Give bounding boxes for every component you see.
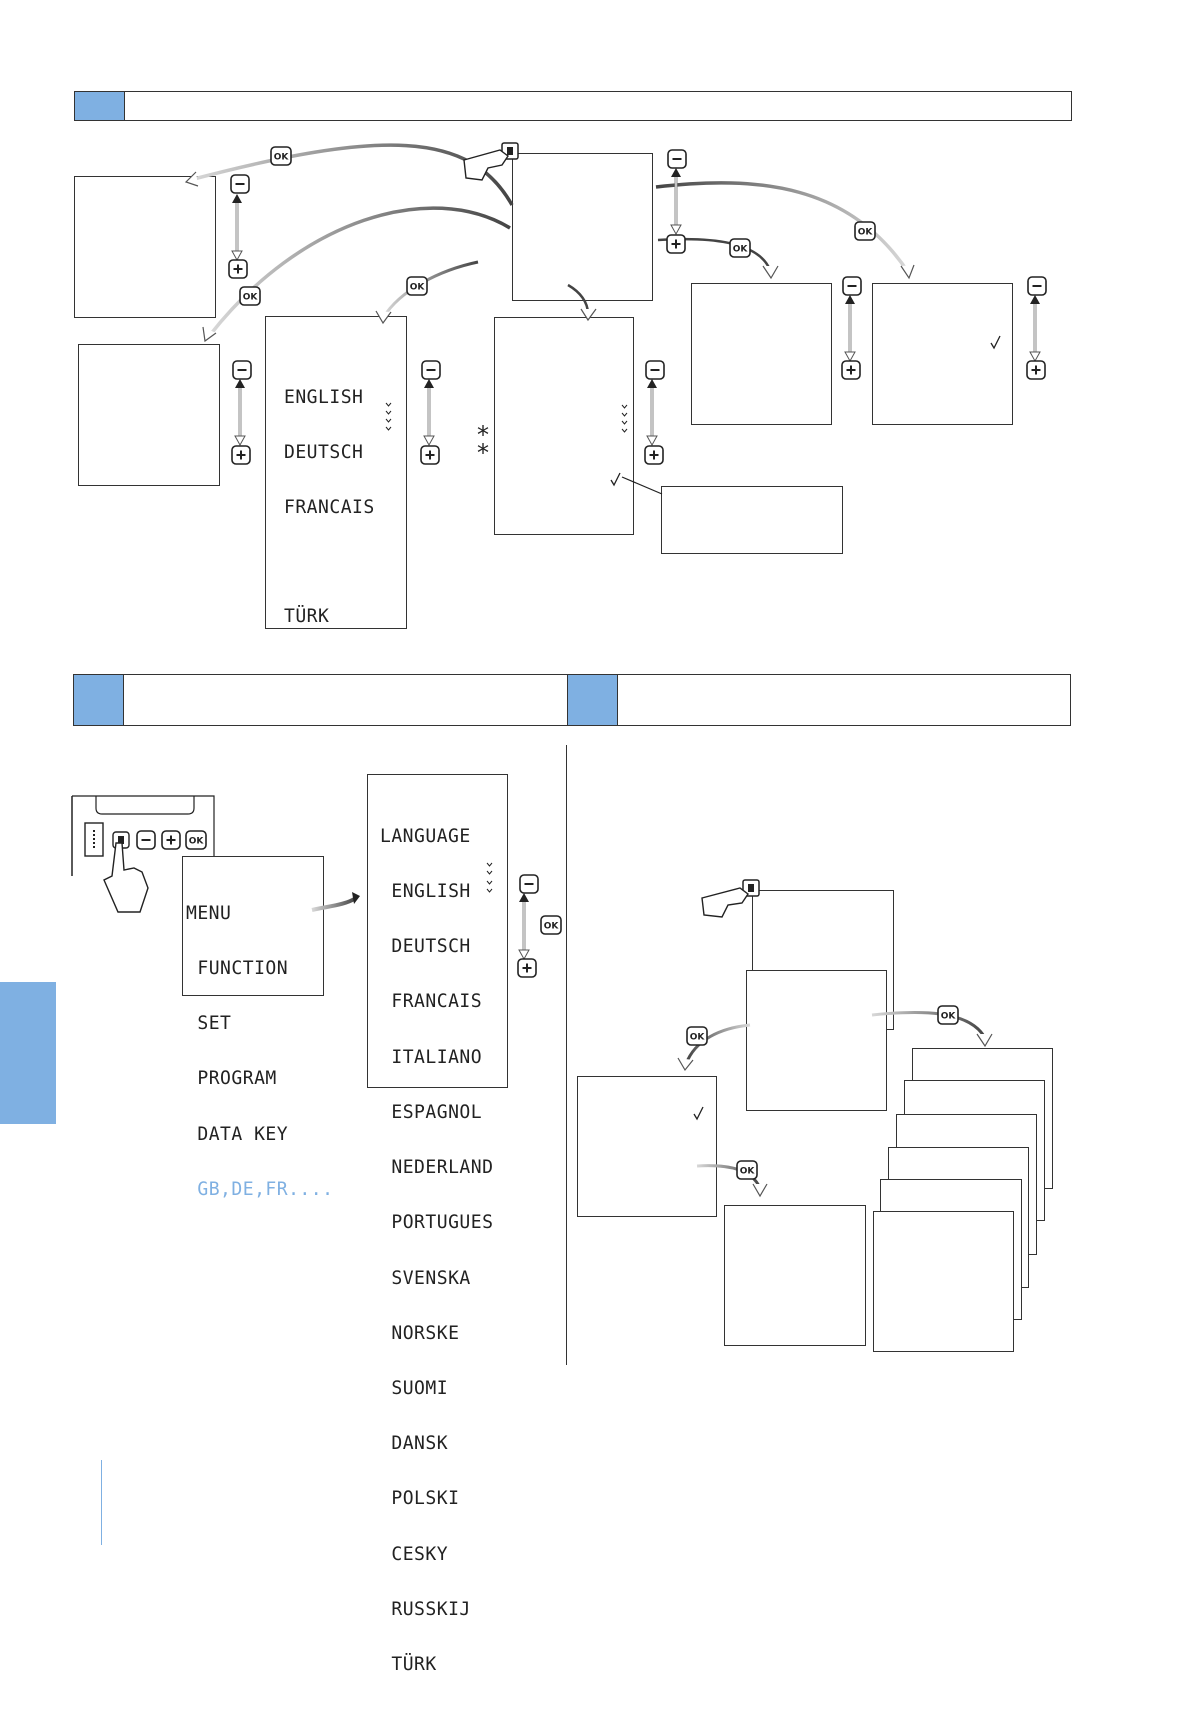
language-item: ITALIANO (391, 1045, 483, 1068)
language-item: DEUTSCH (284, 441, 364, 464)
ok-button-6 (686, 1026, 708, 1046)
callout-box (661, 486, 843, 554)
menu-item-set: SET (197, 1012, 232, 1035)
arc-e-to-f (684, 1023, 751, 1065)
language-screen: LANGUAGE ENGLISH DEUTSCH FRANCAIS ITALIA… (367, 774, 508, 1674)
ok-button-8 (736, 1160, 758, 1180)
stack-screen-6 (873, 1211, 1014, 1352)
screen-language-list: ENGLISH DEUTSCH FRANCAIS TÜRK (265, 316, 407, 629)
chevron-markers-options (621, 404, 628, 433)
screen-c (691, 283, 832, 425)
screen-b (78, 344, 220, 486)
arc-main-to-list (381, 260, 479, 319)
asterisk-2: * (477, 439, 489, 467)
language-full-list: LANGUAGE ENGLISH DEUTSCH FRANCAIS ITALIA… (380, 790, 493, 1710)
section-tab-bottom-right (568, 675, 618, 725)
language-item: ENGLISH (284, 385, 364, 408)
hand-icon-top (463, 142, 519, 181)
screen-main (512, 153, 653, 301)
section-bar-top (74, 91, 1072, 121)
arc-main-to-b (208, 206, 511, 337)
language-item: FRANCAIS (391, 990, 483, 1013)
menu-screen: MENU FUNCTION SET PROGRAM DATA KEY GB,DE… (182, 856, 333, 1198)
language-item: CESKY (391, 1542, 449, 1565)
language-item: FRANCAIS (284, 496, 375, 519)
column-divider (566, 745, 568, 1365)
language-item: ENGLISH (391, 880, 471, 903)
hand-icon-device (103, 842, 149, 913)
device-panel (71, 795, 215, 876)
language-item: ESPAGNOL (391, 1100, 483, 1123)
language-item: SUOMI (391, 1377, 449, 1399)
language-item: NORSKE (391, 1321, 460, 1344)
ok-button-5 (729, 238, 751, 258)
section-tab-bottom-left (74, 675, 124, 725)
side-tab (0, 982, 56, 1124)
menu-title: MENU (186, 901, 232, 924)
language-item: TÜRK (391, 1653, 437, 1676)
language-item: NEDERLAND (391, 1156, 494, 1179)
screen-d (872, 283, 1013, 425)
screen-f (577, 1076, 717, 1217)
language-item: SVENSKA (391, 1266, 471, 1289)
menu-list: MENU FUNCTION SET PROGRAM DATA KEY GB,DE… (186, 867, 333, 1235)
check-icon-options (610, 472, 621, 487)
language-item: RUSSKIJ (391, 1597, 471, 1620)
ok-button-1 (270, 146, 292, 166)
arc-e-to-stack (871, 1011, 987, 1039)
diagram-overlay: OK (71, 142, 1047, 1198)
screen-options (494, 317, 634, 535)
screen-g (724, 1205, 866, 1346)
menu-item-data-key: DATA KEY (197, 1122, 289, 1145)
screen-a (74, 176, 216, 318)
ok-button-2 (239, 286, 261, 306)
menu-item-program: PROGRAM (197, 1067, 277, 1090)
language-item: POLSKI (391, 1487, 460, 1510)
ok-button-3 (406, 276, 428, 296)
ok-button-4 (854, 221, 876, 241)
language-item: PORTUGUES (391, 1211, 494, 1234)
hand-icon-bottom (701, 879, 760, 918)
section-bar-bottom-right (567, 674, 1071, 726)
footer-line (101, 1460, 102, 1545)
check-icon-d (990, 335, 1001, 350)
menu-item-function: FUNCTION (197, 957, 289, 980)
chevron-markers-list (385, 402, 392, 431)
section-tab-top (75, 92, 125, 120)
arc-menu-to-language (311, 896, 358, 912)
arc-main-to-d (655, 181, 910, 273)
language-item: DANSK (391, 1432, 449, 1455)
menu-item-language: GB,DE,FR.... (197, 1177, 334, 1200)
language-item-last: TÜRK (284, 605, 330, 627)
language-item: DEUTSCH (391, 935, 471, 958)
language-title: LANGUAGE (380, 824, 471, 847)
check-icon-f (693, 1106, 704, 1121)
chevron-markers-language (486, 862, 493, 893)
arc-main-to-a (189, 143, 514, 206)
language-list-short: ENGLISH DEUTSCH FRANCAIS (284, 351, 375, 553)
asterisk-1: * (477, 421, 489, 449)
screen-e-front (746, 970, 887, 1111)
ok-button-7 (937, 1005, 959, 1025)
